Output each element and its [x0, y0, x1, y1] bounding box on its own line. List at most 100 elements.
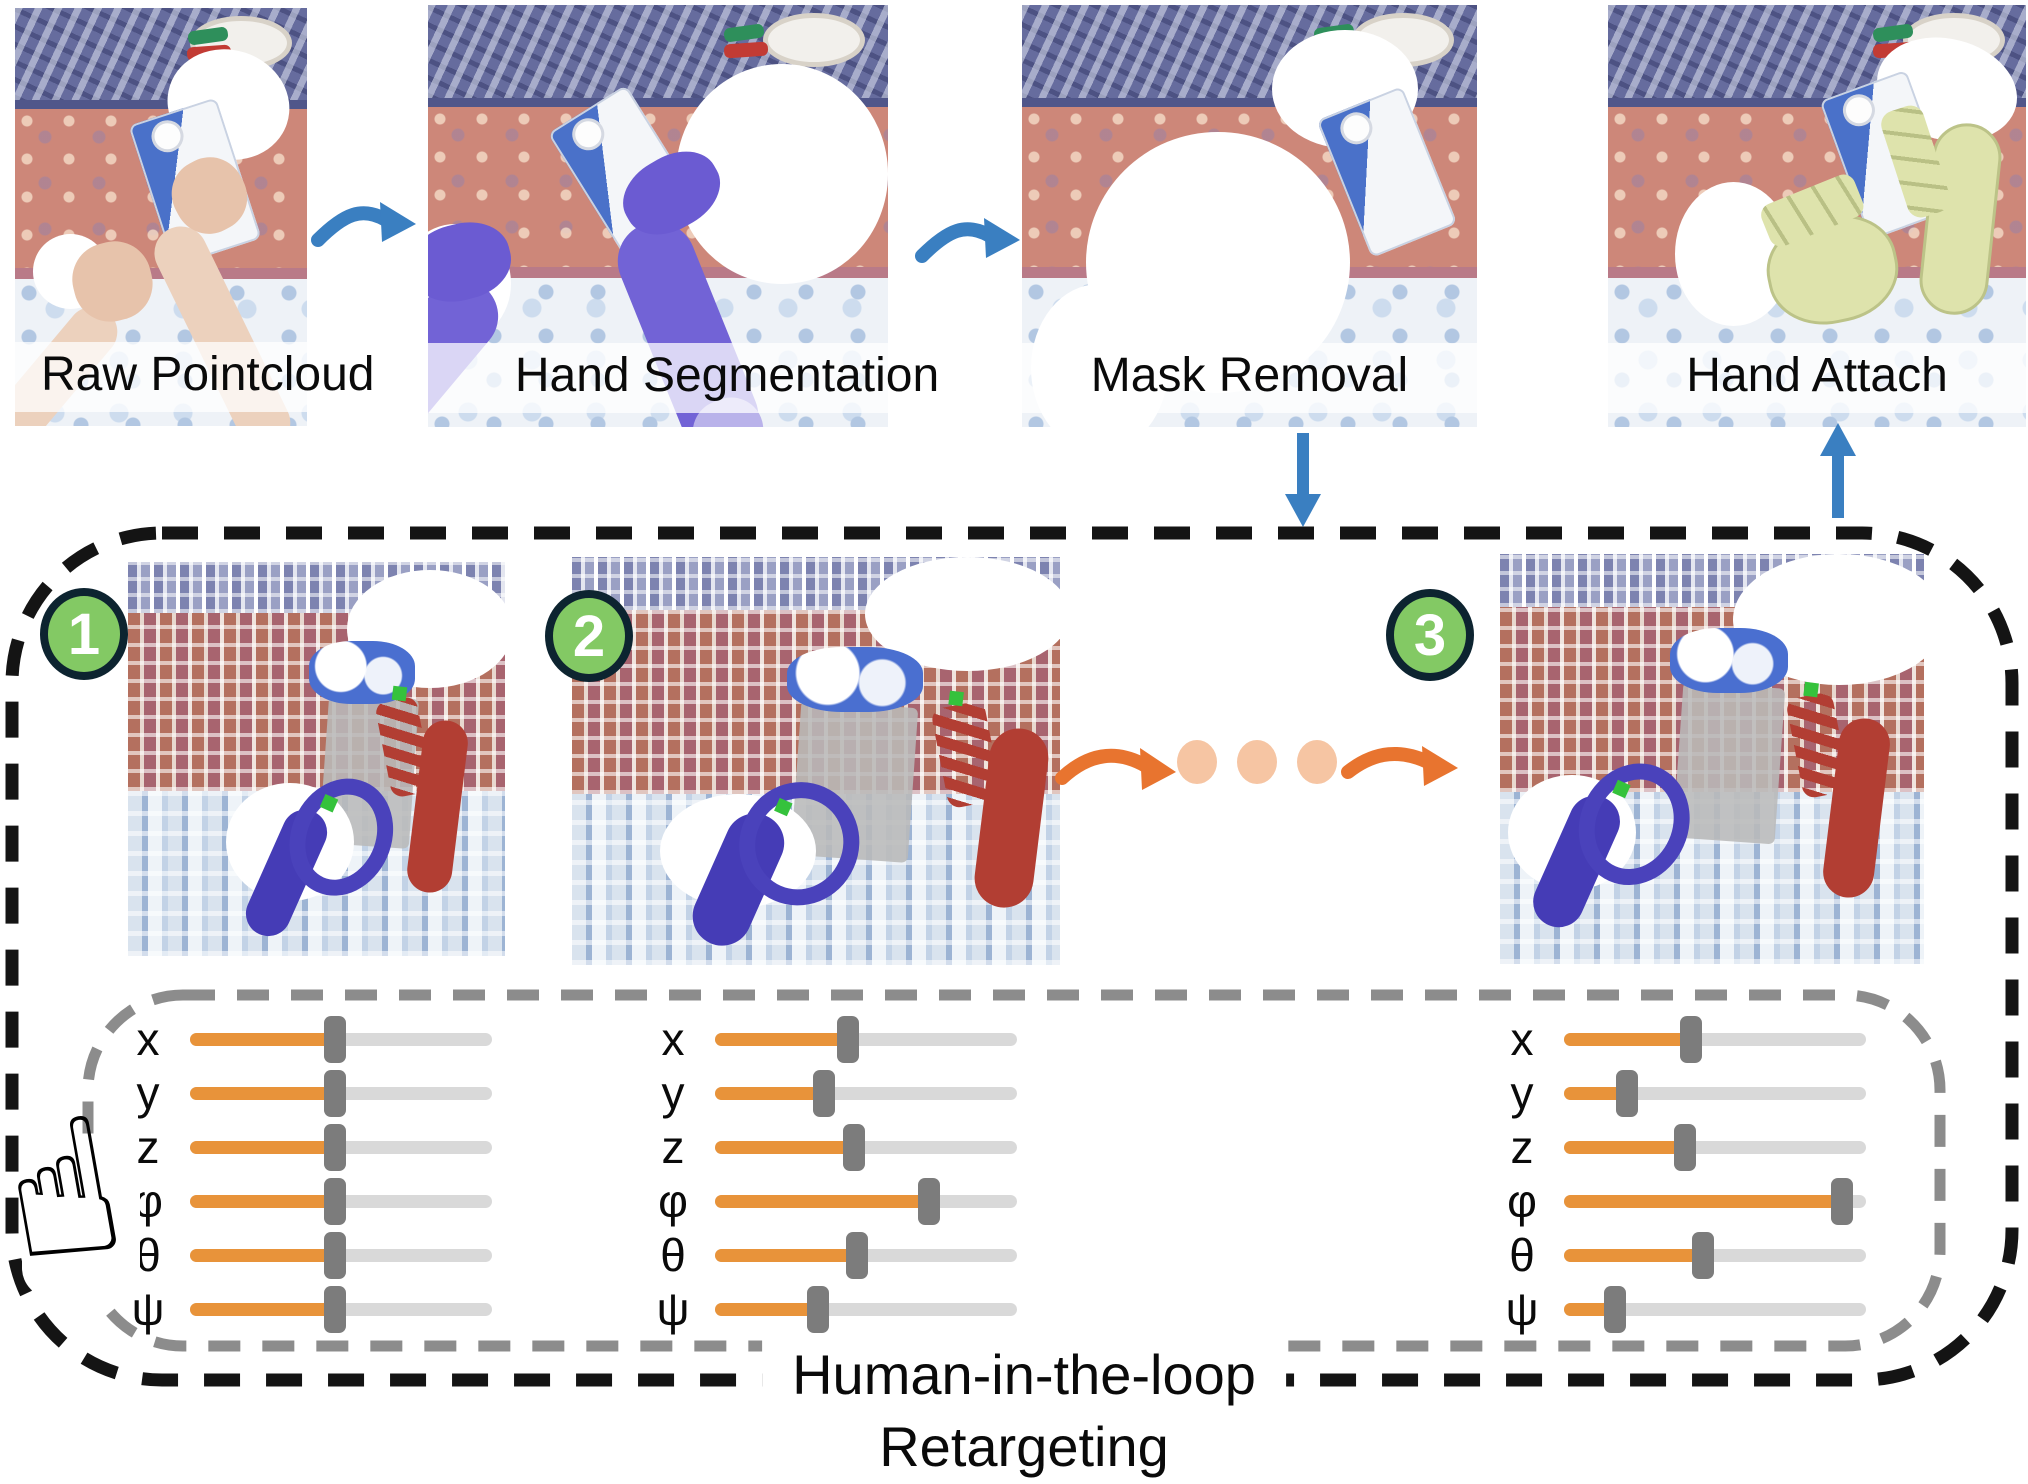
- slider-row: x: [645, 1012, 1025, 1066]
- slider-handle[interactable]: [323, 1177, 346, 1225]
- iteration-arrow-1-icon: [1055, 748, 1176, 790]
- slider-row: x: [1494, 1012, 1874, 1066]
- down-arrow-icon: [1285, 433, 1321, 527]
- slider-handle[interactable]: [1604, 1285, 1627, 1333]
- slider-row: y: [645, 1066, 1025, 1120]
- slider-track[interactable]: [1564, 1177, 1866, 1225]
- slider-track[interactable]: [1564, 1231, 1866, 1279]
- slider-label: x: [1510, 1013, 1534, 1065]
- stage-label: Hand Attach: [1686, 348, 1948, 402]
- slider-row: y: [1494, 1066, 1874, 1120]
- slider-handle[interactable]: [323, 1123, 346, 1171]
- step-badge-3: 3: [1386, 589, 1474, 681]
- slider-fill: [1564, 1248, 1703, 1262]
- slider-handle[interactable]: [1673, 1123, 1696, 1171]
- slider-track[interactable]: [1564, 1285, 1866, 1333]
- tape-roll: [763, 13, 865, 68]
- slider-track[interactable]: [715, 1285, 1017, 1333]
- slider-track[interactable]: [190, 1069, 492, 1117]
- slider-label: θ: [1509, 1229, 1535, 1281]
- slider-row: z: [1494, 1120, 1874, 1174]
- carton-cap-points: [1669, 627, 1789, 694]
- label-band: [1608, 342, 2026, 413]
- slider-track[interactable]: [190, 1177, 492, 1225]
- slider-row: θ: [120, 1228, 500, 1282]
- stage-flow-arrow-2-icon: [915, 218, 1020, 263]
- slider-label: z: [661, 1121, 685, 1173]
- slider-handle[interactable]: [1691, 1231, 1714, 1279]
- carton-cap-points: [308, 640, 415, 704]
- stage-hand-segmentation: Hand Segmentation: [428, 5, 939, 427]
- slider-fill: [1564, 1086, 1628, 1100]
- slider-handle[interactable]: [323, 1069, 346, 1117]
- slider-track[interactable]: [715, 1015, 1017, 1063]
- slider-fill: [715, 1086, 824, 1100]
- slider-track[interactable]: [1564, 1015, 1866, 1063]
- slider-track[interactable]: [1564, 1123, 1866, 1171]
- label-band: [1022, 342, 1477, 413]
- slider-handle[interactable]: [323, 1285, 346, 1333]
- slider-fill: [715, 1032, 848, 1046]
- slider-track[interactable]: [190, 1285, 492, 1333]
- retarget-view-1: [128, 562, 505, 956]
- label-band: [15, 342, 307, 413]
- slider-track[interactable]: [715, 1231, 1017, 1279]
- mask-removal-image: [1022, 5, 1477, 427]
- label-band: [428, 342, 888, 413]
- slider-row: φ: [645, 1174, 1025, 1228]
- slider-track[interactable]: [715, 1177, 1017, 1225]
- slider-label: ψ: [656, 1283, 690, 1335]
- slider-fill: [190, 1194, 335, 1208]
- retarget-view-2: [572, 557, 1060, 965]
- slider-fill: [1564, 1032, 1691, 1046]
- stage-hand-attach: Hand Attach: [1608, 5, 2026, 427]
- slider-handle[interactable]: [918, 1177, 941, 1225]
- slider-handle[interactable]: [323, 1231, 346, 1279]
- step-badge-1: 1: [40, 588, 128, 680]
- slider-row: θ: [645, 1228, 1025, 1282]
- cursor-backdrop: [22, 1150, 140, 1298]
- slider-row: ψ: [645, 1282, 1025, 1336]
- slider-label: x: [661, 1013, 685, 1065]
- stage-mask-removal: Mask Removal: [1022, 5, 1477, 427]
- slider-handle[interactable]: [323, 1015, 346, 1063]
- slider-track[interactable]: [190, 1015, 492, 1063]
- slider-label: y: [1510, 1067, 1534, 1119]
- slider-fill: [715, 1248, 857, 1262]
- slider-fill: [190, 1086, 335, 1100]
- slider-label: z: [1510, 1121, 1534, 1173]
- slider-handle[interactable]: [845, 1231, 868, 1279]
- slider-track[interactable]: [190, 1231, 492, 1279]
- slider-track[interactable]: [715, 1069, 1017, 1117]
- iteration-dot: [1297, 740, 1337, 784]
- slider-label: φ: [1507, 1175, 1537, 1227]
- slider-handle[interactable]: [1679, 1015, 1702, 1063]
- iteration-dot: [1237, 740, 1277, 784]
- slider-label: φ: [658, 1175, 688, 1227]
- slider-handle[interactable]: [806, 1285, 829, 1333]
- slider-row: φ: [1494, 1174, 1874, 1228]
- slider-track[interactable]: [1564, 1069, 1866, 1117]
- slider-row: θ: [1494, 1228, 1874, 1282]
- slider-label: y: [661, 1067, 685, 1119]
- slider-handle[interactable]: [842, 1123, 865, 1171]
- slider-handle[interactable]: [1830, 1177, 1853, 1225]
- slider-track[interactable]: [715, 1123, 1017, 1171]
- slider-label: ψ: [1505, 1283, 1539, 1335]
- slider-fill: [715, 1302, 818, 1316]
- slider-handle[interactable]: [1616, 1069, 1639, 1117]
- slider-handle[interactable]: [836, 1015, 859, 1063]
- stage-flow-arrow-1-icon: [311, 202, 416, 247]
- slider-row: y: [120, 1066, 500, 1120]
- slider-handle[interactable]: [812, 1069, 835, 1117]
- slider-row: z: [645, 1120, 1025, 1174]
- slider-fill: [1564, 1194, 1842, 1208]
- slider-row: x: [120, 1012, 500, 1066]
- iteration-arrow-2-icon: [1341, 746, 1458, 786]
- slider-row: ψ: [1494, 1282, 1874, 1336]
- slider-track[interactable]: [190, 1123, 492, 1171]
